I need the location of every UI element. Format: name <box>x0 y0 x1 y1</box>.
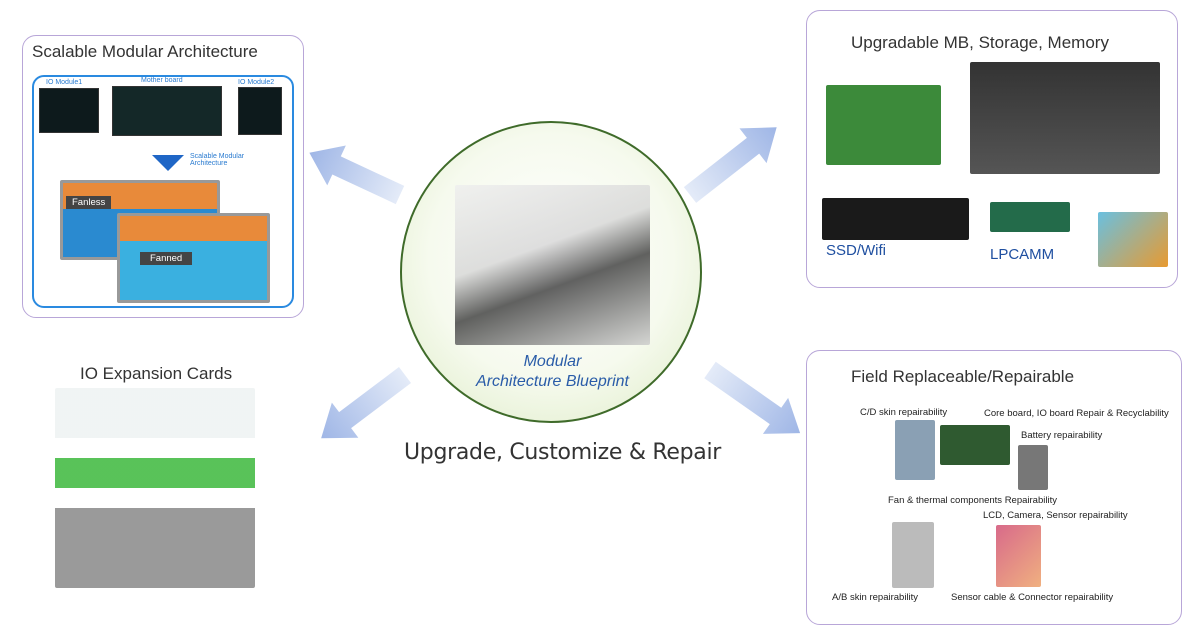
io-module1-label: IO Module1 <box>46 79 83 86</box>
arrow-to-field <box>704 361 801 434</box>
caption-line-2: Architecture Blueprint <box>476 373 629 390</box>
io-module2-label: IO Module2 <box>238 79 275 86</box>
scalable-inner-frame <box>32 75 294 308</box>
lcd-image <box>996 525 1041 587</box>
caption-line-1: Modular <box>523 353 582 370</box>
laptop-internals-image <box>970 62 1160 174</box>
arrow-to-io-cards <box>321 367 412 439</box>
mother-board <box>112 86 222 136</box>
scalable-arrow-label: Scalable Modular Architecture <box>190 153 245 167</box>
ssd-wifi-label: SSD/Wifi <box>826 242 886 259</box>
fanless-label: Fanless <box>66 196 112 209</box>
io-card-exploded-image <box>55 388 255 588</box>
cd-skin-image <box>895 420 935 480</box>
io-cards-title: IO Expansion Cards <box>80 364 233 383</box>
memory-module-image <box>1098 212 1168 267</box>
blueprint-caption: Modular Architecture Blueprint <box>455 352 650 392</box>
field-panel <box>806 350 1182 625</box>
sensor-cable-label: Sensor cable & Connector repairability <box>951 592 1114 603</box>
arrow-to-upgradable <box>683 127 777 203</box>
arrow-to-scalable <box>309 145 405 205</box>
scalable-title: Scalable Modular Architecture <box>32 42 258 61</box>
io-module2-board <box>238 87 282 135</box>
lcd-camera-label: LCD, Camera, Sensor repairability <box>983 510 1128 521</box>
lpcamm-image <box>990 202 1070 232</box>
field-title: Field Replaceable/Repairable <box>851 367 1075 386</box>
mother-board-label: Mother board <box>141 77 183 84</box>
motherboard-image <box>826 85 941 165</box>
io-module1-board <box>39 88 99 133</box>
tagline: Upgrade, Customize & Repair <box>404 440 722 465</box>
laptop-exploded-image <box>455 185 650 345</box>
ssd-image <box>822 198 969 240</box>
down-arrow-icon <box>152 155 184 171</box>
fan-thermal-label: Fan & thermal components Repairability <box>888 495 1057 506</box>
cd-skin-label: C/D skin repairability <box>860 407 948 418</box>
core-board-label: Core board, IO board Repair & Recyclabil… <box>984 408 1169 419</box>
ab-skin-image <box>892 522 934 588</box>
battery-image <box>1018 445 1048 490</box>
ab-skin-label: A/B skin repairability <box>832 592 919 603</box>
lpcamm-label: LPCAMM <box>990 246 1055 263</box>
upgradable-title: Upgradable MB, Storage, Memory <box>851 33 1109 52</box>
fanned-label: Fanned <box>140 252 193 265</box>
boards-image <box>940 425 1010 465</box>
battery-label: Battery repairability <box>1021 430 1103 441</box>
